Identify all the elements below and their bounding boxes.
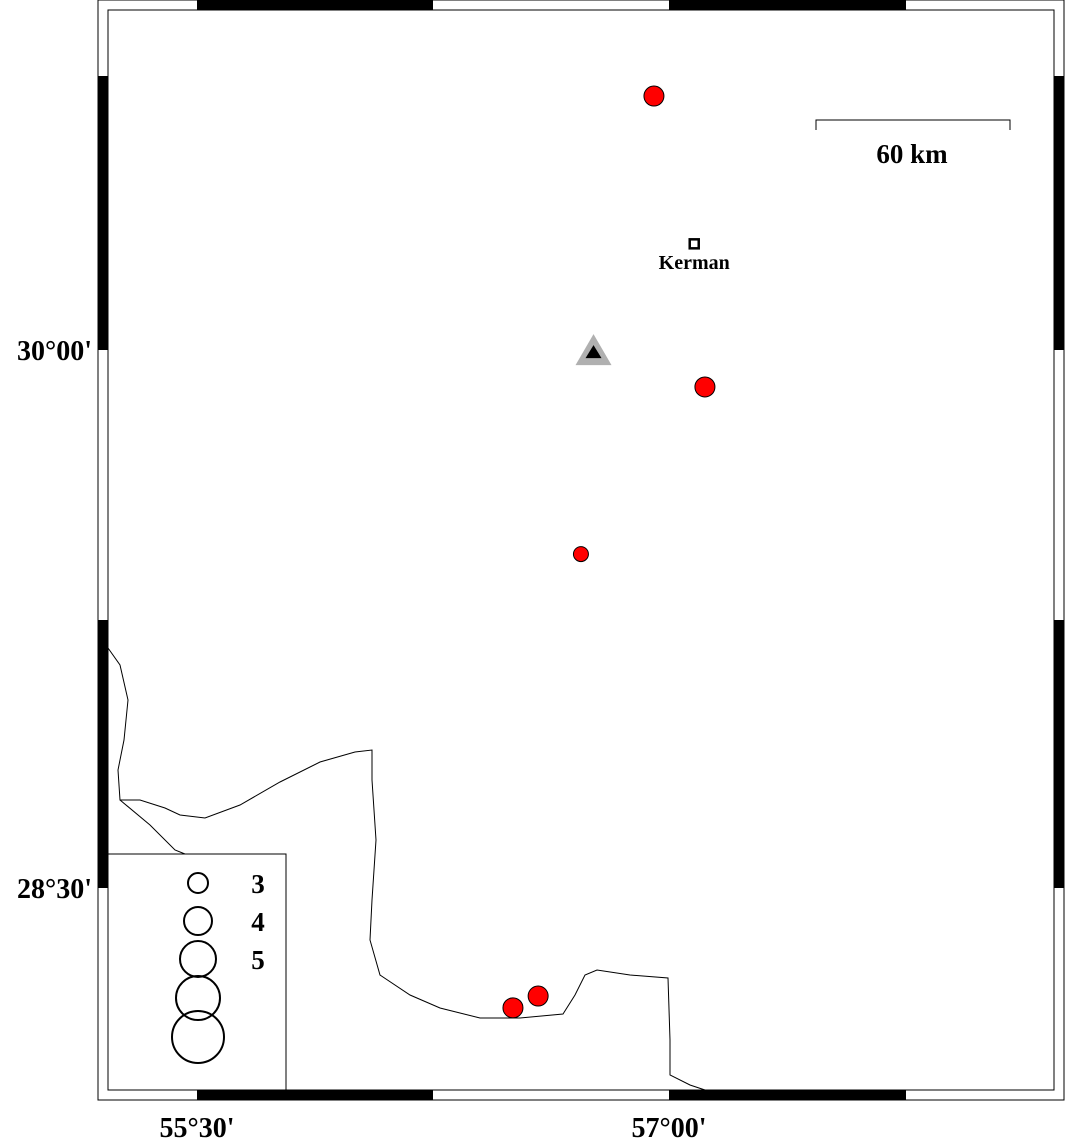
legend-circle-icon (187, 872, 209, 894)
scale-bar-label: 60 km (876, 139, 948, 169)
station-marker (575, 334, 612, 366)
magnitude-legend: 3 4 5 (107, 853, 287, 1091)
legend-circle-icon (183, 906, 213, 936)
city-label: Kerman (659, 252, 730, 274)
legend-label: 4 (251, 907, 265, 937)
event-marker (527, 985, 549, 1007)
legend-circle-icon (171, 1010, 225, 1064)
city-square-icon (688, 238, 700, 250)
event-marker (643, 85, 665, 107)
scale-bar: 60 km (815, 119, 1011, 169)
x-tick-label: 57°00' (632, 1113, 707, 1139)
x-tick-label: 55°30' (160, 1113, 235, 1139)
event-marker (502, 997, 524, 1019)
coastline (107, 647, 706, 1091)
y-tick-label: 28°30' (17, 874, 92, 905)
legend-label: 5 (251, 945, 265, 975)
axis-labels: 55°30' 57°00' 30°00' 28°30' (17, 336, 706, 1139)
event-marker (572, 546, 589, 563)
earthquake-events (502, 85, 716, 1019)
station-triangle-icon (585, 345, 602, 359)
event-marker (694, 376, 716, 398)
legend-label: 3 (251, 869, 265, 899)
y-tick-label: 30°00' (17, 336, 92, 367)
legend-circle-icon (175, 975, 221, 1021)
city-kerman: Kerman (659, 238, 730, 274)
